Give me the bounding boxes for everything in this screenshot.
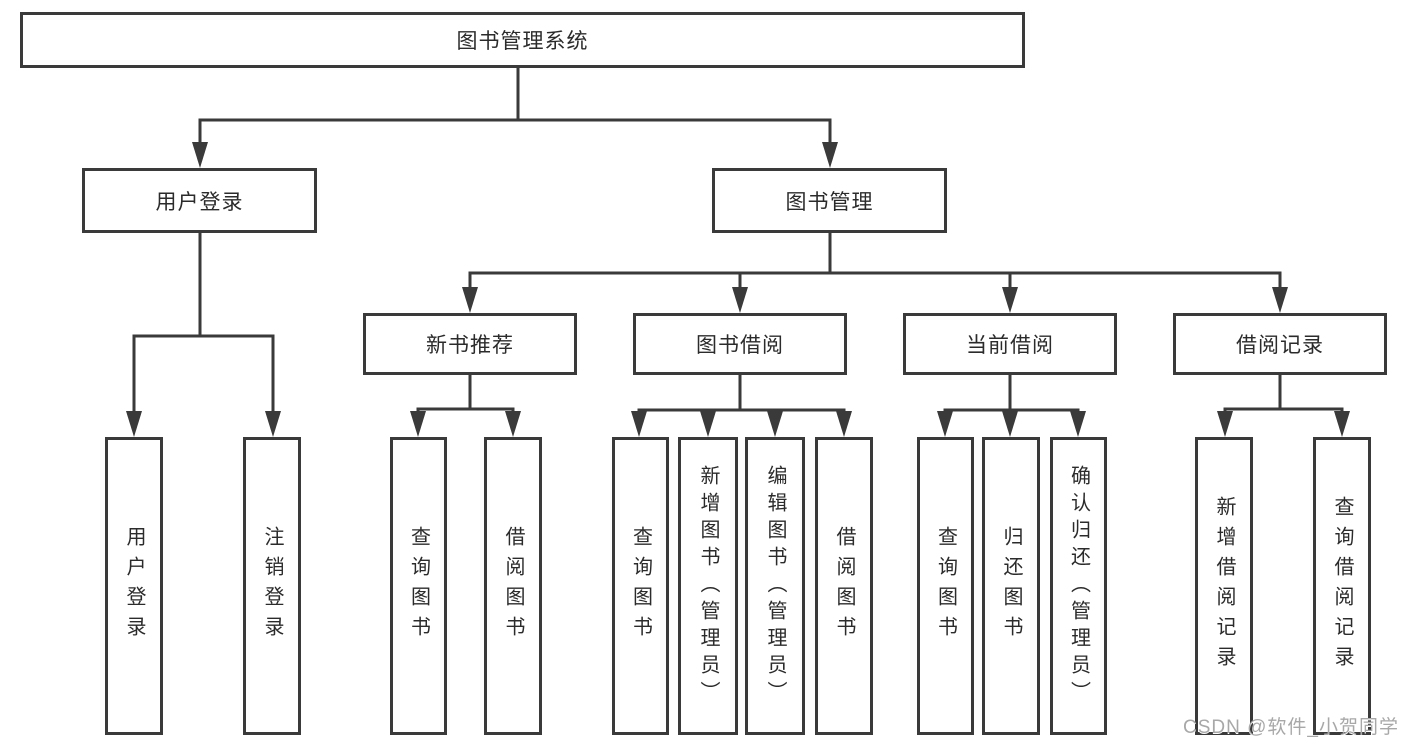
arrow-icon <box>1002 411 1018 437</box>
leaf-edit-book-admin-label: 编辑图书（管理员） <box>764 464 786 708</box>
arrow-icon <box>822 142 838 168</box>
leaf-logout: 注销登录 <box>243 437 301 735</box>
leaf-user-login-label: 用户登录 <box>123 526 145 646</box>
leaf-return-book-label: 归还图书 <box>1000 526 1022 646</box>
node-book-borrow: 图书借阅 <box>633 313 847 375</box>
node-current-borrow: 当前借阅 <box>903 313 1117 375</box>
leaf-query-books-2: 查询图书 <box>612 437 669 735</box>
leaf-borrow-books-2: 借阅图书 <box>815 437 873 735</box>
leaf-borrow-books-2-label: 借阅图书 <box>833 526 855 646</box>
arrow-icon <box>410 411 426 437</box>
leaf-query-books-3-label: 查询图书 <box>934 526 957 646</box>
connector-current-borrow-to-leaves <box>937 373 1086 437</box>
connector-borrow-record-to-leaves <box>1217 373 1350 437</box>
arrow-icon <box>1002 287 1018 313</box>
node-new-book-recommend: 新书推荐 <box>363 313 577 375</box>
watermark: CSDN @软件_小贺同学 <box>1183 717 1399 738</box>
node-current-borrow-label: 当前借阅 <box>966 334 1054 357</box>
arrow-icon <box>1217 411 1233 437</box>
arrow-icon <box>1272 287 1288 313</box>
arrow-icon <box>631 411 647 437</box>
connector-book-borrow-to-leaves <box>631 373 852 437</box>
node-root: 图书管理系统 <box>20 12 1025 68</box>
leaf-query-books-2-label: 查询图书 <box>629 526 652 646</box>
arrow-icon <box>265 411 281 437</box>
arrow-icon <box>1334 411 1350 437</box>
leaf-add-borrow-record-label: 新增借阅记录 <box>1213 496 1235 676</box>
connector-new-book-to-leaves <box>410 373 521 437</box>
node-book-borrow-label: 图书借阅 <box>696 334 784 357</box>
arrow-icon <box>732 287 748 313</box>
leaf-edit-book-admin: 编辑图书（管理员） <box>745 437 805 735</box>
arrow-icon <box>462 287 478 313</box>
leaf-add-borrow-record: 新增借阅记录 <box>1195 437 1253 735</box>
connector-root-to-level2 <box>192 64 838 168</box>
arrow-icon <box>1070 411 1086 437</box>
node-book-management: 图书管理 <box>712 168 947 233</box>
leaf-logout-label: 注销登录 <box>261 526 283 646</box>
arrow-icon <box>767 411 783 437</box>
arrow-icon <box>937 411 953 437</box>
arrow-icon <box>836 411 852 437</box>
leaf-query-books-1-label: 查询图书 <box>407 526 430 646</box>
leaf-query-borrow-record: 查询借阅记录 <box>1313 437 1371 735</box>
leaf-borrow-books-1: 借阅图书 <box>484 437 542 735</box>
arrow-icon <box>700 411 716 437</box>
node-borrow-record-label: 借阅记录 <box>1236 334 1324 357</box>
leaf-user-login: 用户登录 <box>105 437 163 735</box>
node-user-login-label: 用户登录 <box>155 190 244 214</box>
connector-user-login-to-leaves <box>126 231 281 437</box>
node-new-book-recommend-label: 新书推荐 <box>426 334 514 357</box>
leaf-query-borrow-record-label: 查询借阅记录 <box>1331 496 1353 676</box>
node-borrow-record: 借阅记录 <box>1173 313 1387 375</box>
arrow-icon <box>505 411 521 437</box>
leaf-query-books-3: 查询图书 <box>917 437 974 735</box>
node-user-login: 用户登录 <box>82 168 317 233</box>
leaf-add-book-admin-label: 新增图书（管理员） <box>697 464 719 708</box>
arrow-icon <box>126 411 142 437</box>
connector-book-management-to-level3 <box>462 231 1288 313</box>
leaf-borrow-books-1-label: 借阅图书 <box>502 526 524 646</box>
leaf-confirm-return-admin: 确认归还（管理员） <box>1050 437 1107 735</box>
arrow-icon <box>192 142 208 168</box>
leaf-add-book-admin: 新增图书（管理员） <box>678 437 738 735</box>
leaf-query-books-1: 查询图书 <box>390 437 447 735</box>
leaf-confirm-return-admin-label: 确认归还（管理员） <box>1067 464 1090 708</box>
node-book-management-label: 图书管理 <box>785 190 874 214</box>
node-root-label: 图书管理系统 <box>456 30 589 53</box>
leaf-return-book: 归还图书 <box>982 437 1040 735</box>
